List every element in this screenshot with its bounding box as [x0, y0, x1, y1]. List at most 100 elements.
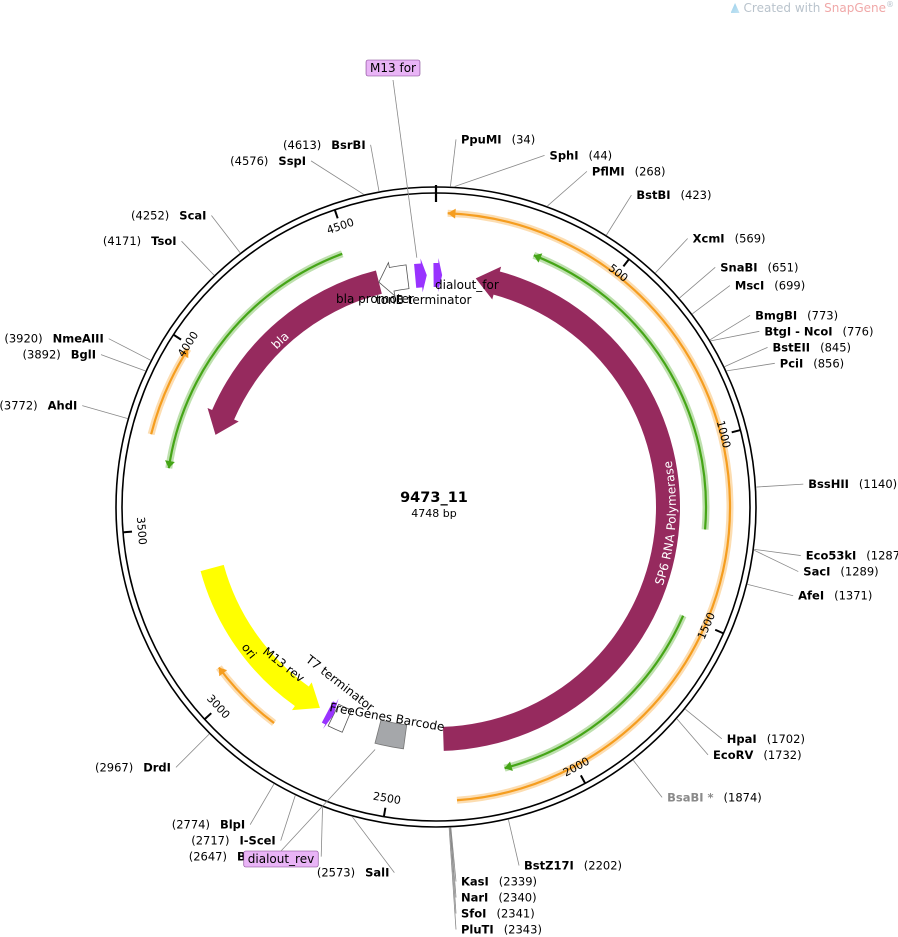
site-name: PpuMI [461, 132, 502, 146]
site-bsteii: BstEII(845) [773, 340, 851, 354]
site-afei: AfeI(1371) [798, 589, 872, 603]
orf-arrowhead [533, 253, 543, 263]
site-name: MscI [735, 279, 764, 293]
site-position: (2339) [499, 875, 537, 889]
site-position: (2343) [504, 923, 542, 937]
site-drdi: DrdI(2967) [95, 760, 171, 774]
tick-mark [382, 807, 387, 817]
site-leader-line [756, 483, 804, 488]
site-position: (1702) [767, 732, 805, 746]
plasmid-name: 9473_11 [400, 490, 468, 506]
feature-tonb-terminator [414, 258, 427, 293]
site-position: (1874) [724, 790, 762, 804]
site-position: (4576) [230, 154, 268, 168]
watermark-brand: SnapGene [824, 1, 886, 15]
site-position: (34) [512, 132, 536, 146]
site-leader-line [100, 354, 146, 372]
site-leader-line [108, 338, 151, 361]
site-leader-line [448, 827, 457, 930]
site-leader-line [632, 760, 663, 798]
site-position: (651) [768, 260, 799, 274]
site-msci: MscI(699) [735, 279, 805, 293]
site-name: SfoI [461, 907, 486, 921]
snapgene-watermark: Created with SnapGene® [730, 0, 894, 15]
site-position: (3772) [0, 399, 38, 413]
site-name: BssHII [808, 477, 849, 491]
site-leader-line [692, 285, 731, 315]
site-bstz17i: BstZ17I(2202) [524, 859, 622, 873]
site-position: (2573) [317, 866, 355, 880]
site-name: NarI [461, 891, 488, 905]
site-sphi: SphI(44) [550, 148, 613, 162]
site-leader-line [249, 783, 275, 825]
watermark-prefix: Created with [743, 1, 825, 15]
tick-mark [122, 530, 133, 534]
site-leader-line [606, 194, 632, 236]
site-name: SspI [278, 154, 306, 168]
site-leader-line [508, 819, 520, 866]
feature-sp6-rna-polymerase [442, 266, 680, 751]
site-leader-line [175, 733, 210, 768]
site-bsabi-: BsaBI *(1874) [667, 790, 762, 804]
site-name: BglI [71, 348, 96, 362]
site-eco53ki: Eco53kI(1287) [806, 549, 898, 563]
site-leader-line [754, 548, 801, 556]
site-leader-line [724, 346, 768, 367]
site-saci: SacI(1289) [803, 565, 878, 579]
site-leader-line [320, 807, 323, 857]
orf-arrowhead [164, 460, 175, 469]
site-name: EcoRV [713, 748, 753, 762]
tick-label: 2000 [561, 755, 592, 780]
site-position: (3892) [23, 348, 61, 362]
site-leader-line [370, 144, 380, 192]
site-blpi: BlpI(2774) [172, 818, 245, 832]
site-leader-line [547, 171, 588, 207]
feature-bla-promoter [378, 261, 410, 298]
site-leader-line [280, 795, 296, 841]
tick-label: 4500 [325, 216, 356, 237]
site-name: I-SceI [239, 834, 275, 848]
tick-label: 3500 [134, 516, 149, 545]
site-position: (2967) [95, 760, 133, 774]
site-pcii: PciI(856) [780, 356, 844, 370]
tick-label: 1000 [714, 419, 733, 449]
site-leader-line [655, 238, 688, 274]
orf-arrowhead [218, 667, 228, 677]
site-leader-line [450, 827, 457, 882]
site-scai: ScaI(4252) [131, 208, 206, 222]
site-nari: NarI(2340) [461, 891, 537, 905]
site-name: SacI [803, 565, 830, 579]
site-leader-line [310, 160, 364, 195]
site-name: KasI [461, 875, 489, 889]
site-name: PflMI [592, 164, 625, 178]
site-name: BlpI [220, 818, 245, 832]
tick-mark [333, 209, 339, 219]
site-name: AhdI [48, 399, 78, 413]
label-dialout-for: dialout_for [435, 278, 499, 292]
site-leader-line [181, 240, 215, 276]
orf-line [167, 252, 343, 469]
orf-arrowhead [447, 208, 456, 219]
site-name: SalI [365, 866, 389, 880]
primer-box-m13-for [365, 59, 421, 77]
feature-ori [200, 564, 320, 711]
site-position: (845) [820, 340, 851, 354]
site-ahdi: AhdI (3772) [0, 399, 77, 413]
watermark-registered-mark: ® [886, 0, 894, 9]
site-name: HpaI [727, 732, 757, 746]
label-bla-promoter: bla promoter [336, 292, 414, 306]
site-leader-line [211, 215, 241, 253]
site-position: (4171) [103, 234, 141, 248]
tick-label: 2500 [372, 790, 402, 807]
site-leader-line [753, 549, 799, 572]
site-sfoi: SfoI(2341) [461, 907, 535, 921]
site-btgi-ncoi: BtgI - NcoI(776) [764, 324, 873, 338]
site-name: TsoI [151, 234, 176, 248]
site-name: PluTI [461, 923, 494, 937]
site-position: (1140) [859, 477, 897, 491]
site-pluti: PluTI (2343) [461, 923, 542, 937]
primer-label-dialout-rev: dialout_rev [248, 852, 314, 866]
site-bsrbi: BsrBI(4613) [283, 138, 366, 152]
